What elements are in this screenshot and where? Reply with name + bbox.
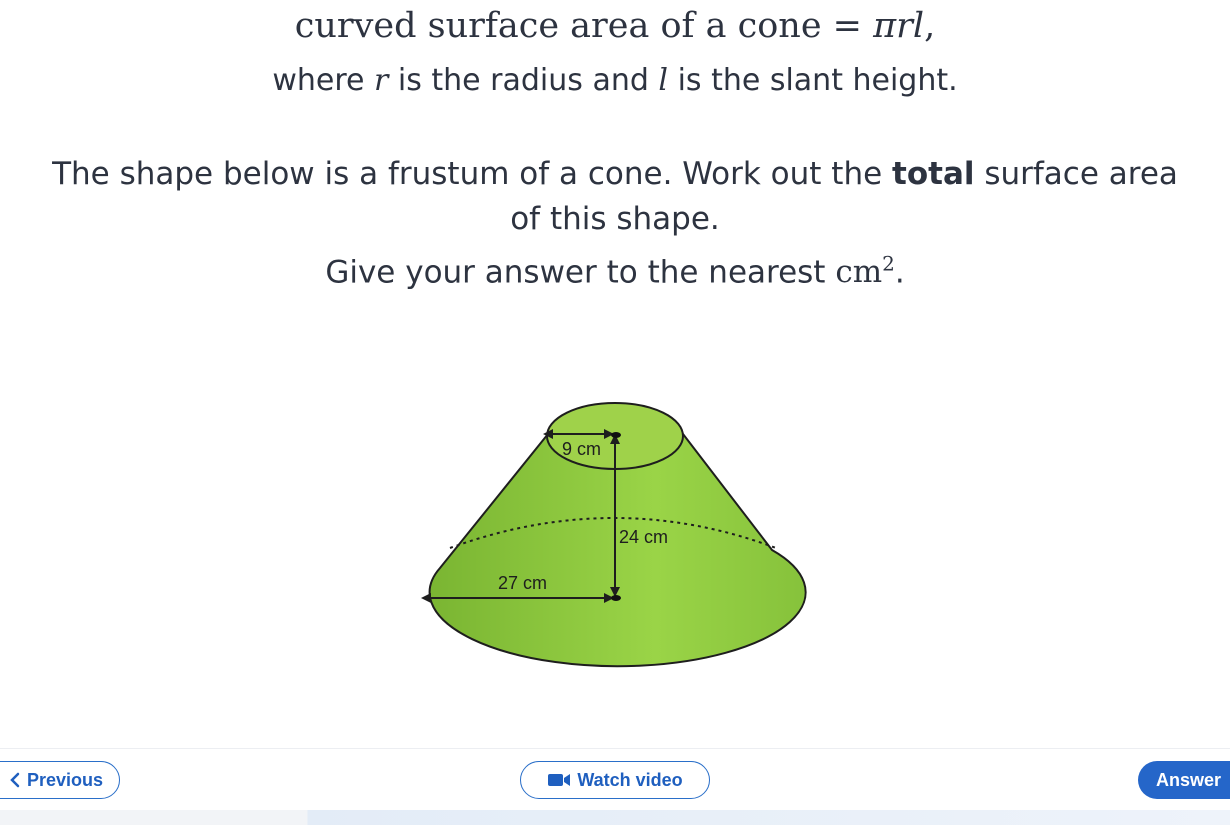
unit-label: cm2 (835, 252, 895, 291)
video-camera-icon (547, 772, 571, 788)
unit-base: cm (835, 254, 883, 291)
previous-label: Previous (26, 769, 103, 790)
question-instruction: The shape below is a frustum of a cone. … (40, 152, 1190, 242)
question-part-a: The shape below is a frustum of a cone. … (52, 156, 893, 192)
radius-variable: r (374, 63, 389, 98)
question-text: The shape below is a frustum of a cone. … (40, 152, 1190, 295)
formula-line: curved surface area of a cone = πrl, (0, 2, 1230, 50)
formula-expression: πrl (873, 6, 925, 46)
answer-label: Answer (1156, 769, 1222, 790)
question-part-b: surface area of this shape. (510, 156, 1178, 237)
bottom-strip (0, 810, 1230, 825)
slant-height-variable: l (658, 63, 669, 98)
bottom-radius-label: 27 cm (498, 573, 547, 593)
definition-text-2: is the radius and (388, 63, 659, 98)
bottom-center-point (611, 595, 621, 601)
definition-line: where r is the radius and l is the slant… (0, 60, 1230, 102)
watch-video-label: Watch video (577, 769, 683, 790)
watch-video-button[interactable]: Watch video (520, 761, 710, 799)
height-label: 24 cm (619, 527, 668, 547)
emphasis-total: total (892, 156, 975, 192)
top-center-point (611, 432, 621, 438)
formula-prefix: curved surface area of a cone = (294, 6, 874, 46)
rounding-instruction: Give your answer to the nearest cm2. (40, 242, 1190, 295)
unit-power: 2 (882, 252, 895, 276)
chevron-left-icon (9, 772, 21, 788)
previous-button[interactable]: Previous (0, 761, 120, 799)
definition-text-3: is the slant height. (668, 63, 958, 98)
answer-button[interactable]: Answer (1138, 761, 1230, 799)
hidden-base-edge (449, 517, 777, 549)
rounding-period: . (894, 254, 905, 291)
definition-text-1: where (272, 63, 375, 98)
formula-suffix: , (924, 6, 936, 46)
top-radius-label: 9 cm (562, 439, 601, 459)
bottom-navigation-bar: Previous Watch video Answer (0, 748, 1230, 811)
frustum-diagram: 9 cm 24 cm 27 cm (421, 402, 807, 668)
rounding-text: Give your answer to the nearest (325, 254, 836, 291)
